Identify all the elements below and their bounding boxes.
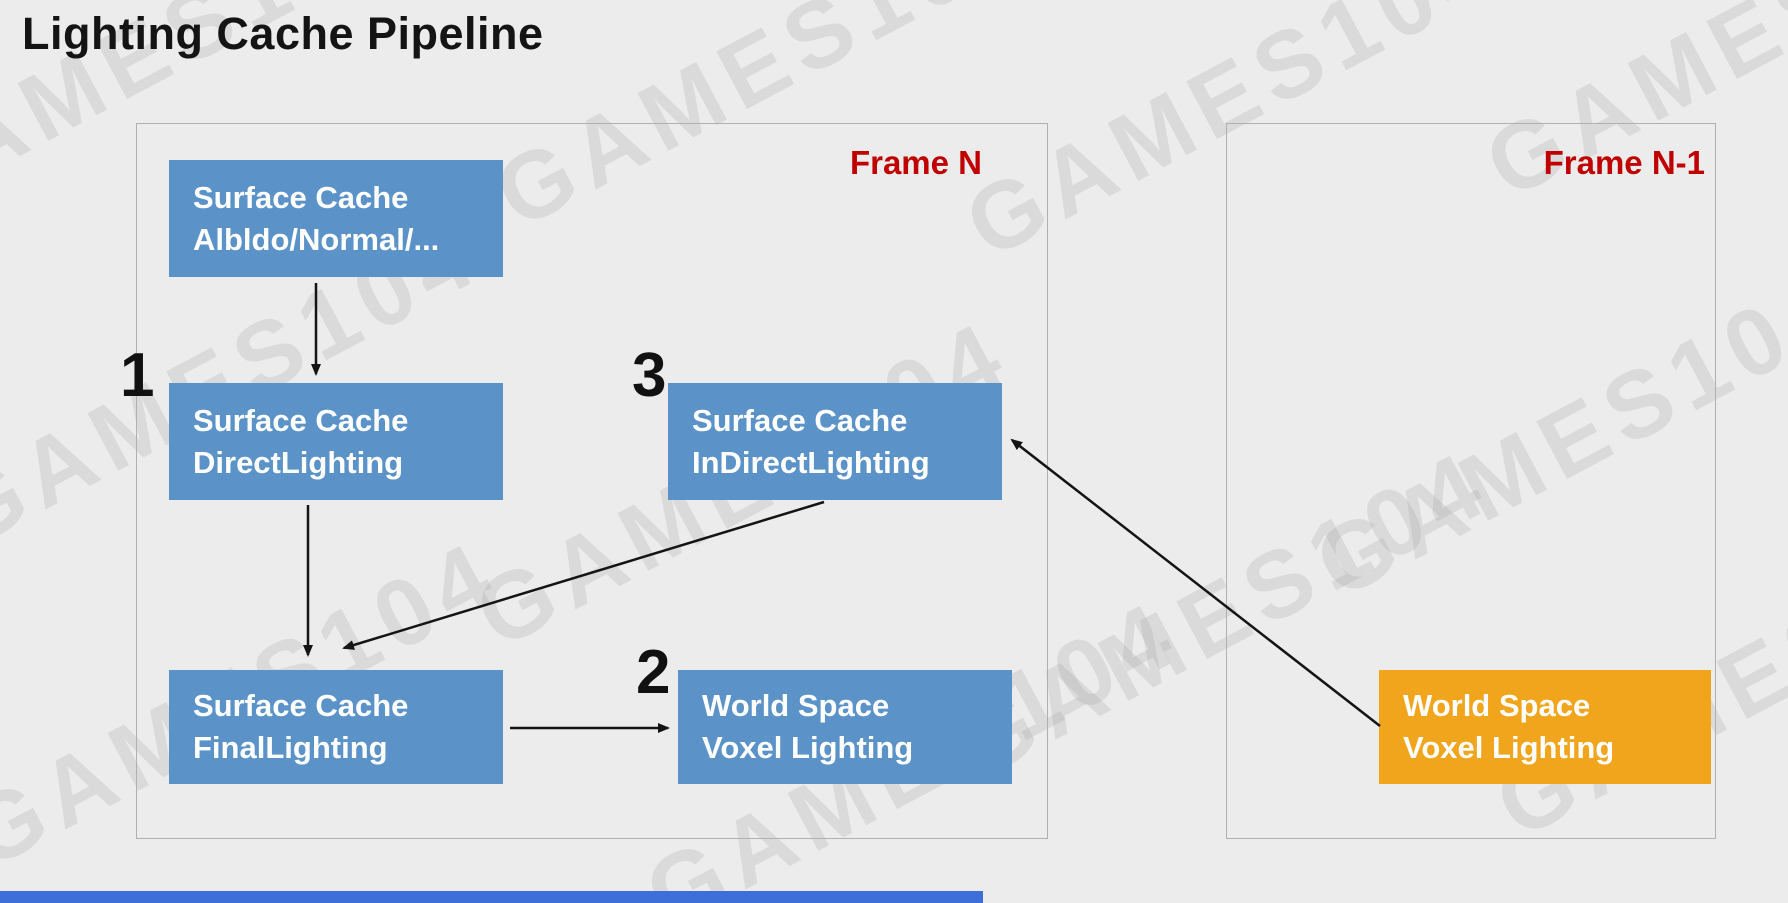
node-label-line: FinalLighting [193,730,388,765]
node-label-line: Surface Cache [193,402,409,438]
step-number-2: 2 [636,638,671,707]
step-number-1: 1 [120,341,155,410]
node-world-space-voxel-lighting-prev-frame: World Space Voxel Lighting [1379,670,1711,784]
node-surface-cache-albedo: Surface Cache Albldo/Normal/... [169,160,503,277]
node-label-line: World Space [1403,688,1591,724]
node-surface-cache-indirect-lighting: Surface Cache InDirectLighting [668,383,1002,500]
node-label-line: Surface Cache [193,179,409,215]
node-label-line: Albldo/Normal/... [193,221,440,257]
node-label-line: DirectLighting [193,444,404,480]
node-label-line: Surface Cache [692,402,908,438]
node-label-line: World Space [702,688,890,724]
node-surface-cache-final-lighting: Surface Cache FinalLighting [169,670,503,784]
node-label-line: InDirectLighting [692,444,930,480]
video-progress-bar[interactable] [0,891,983,903]
node-surface-cache-direct-lighting: Surface Cache DirectLighting [169,383,503,500]
page-title: Lighting Cache Pipeline [22,8,544,59]
node-world-space-voxel-lighting: World Space Voxel Lighting [678,670,1012,784]
node-label-line: Voxel Lighting [1403,730,1615,765]
frame-n-1-label: Frame N-1 [1543,144,1705,181]
frame-n-label: Frame N [849,144,982,181]
step-number-3: 3 [632,341,667,410]
node-label-line: Voxel Lighting [702,730,914,765]
node-label-line: Surface Cache [193,688,409,724]
